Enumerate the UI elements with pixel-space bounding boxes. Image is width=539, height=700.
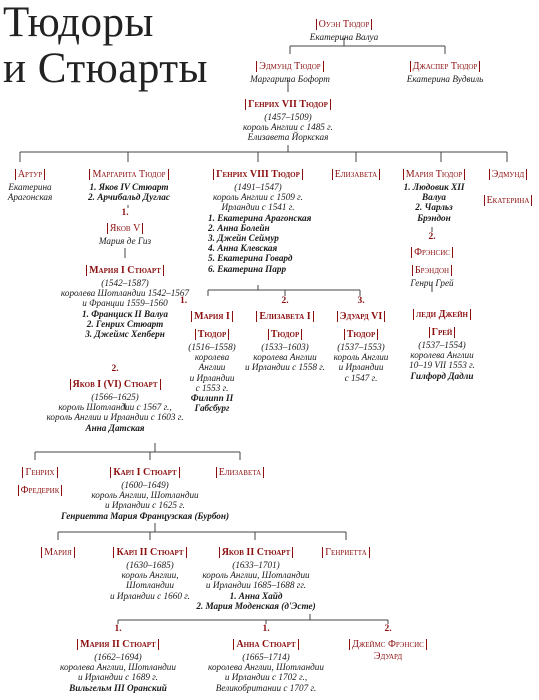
person-anne-stuart: 1. Анна Стюарт (1665–1714) королева Англ… xyxy=(208,624,324,693)
person-lady-jane-grey: леди Джейн Грей (1537–1554) королева Анг… xyxy=(409,309,475,381)
person-jasper-tudor: Джаспер Тюдор Екатерина Вудвиль xyxy=(406,61,484,84)
person-margaret-tudor: Маргарита Тюдор 1. Яков IV Стюарт 2. Арч… xyxy=(88,169,170,203)
person-henrietta: Генриетта xyxy=(310,542,382,560)
person-charles-ii: Карл II Стюарт (1630–1685) король Англии… xyxy=(110,547,190,601)
wife-6: 6. Екатерина Парр xyxy=(208,263,287,274)
person-mary-i-tudor: 1. Мария I Тюдор (1516–1558) королева Ан… xyxy=(180,296,236,414)
person-edward-vi: 3. Эдуард VI Тюдор (1537–1553) король Ан… xyxy=(333,296,389,383)
person-james-i: 2. Яков I (VI) Стюарт (1566–1625) король… xyxy=(46,364,184,433)
person-james-ii: Яков II Стюарт (1633–1701) король Англии… xyxy=(196,547,316,611)
person-henry-frederick: Генрих Фредерик xyxy=(10,462,70,498)
wife-5: 5. Екатерина Говард xyxy=(208,253,293,264)
person-james-francis-edward: 2. Джеймс Фрэнсис Эдуард xyxy=(336,624,440,662)
person-mary-i-stuart: Мария I Стюарт (1542–1587) королева Шотл… xyxy=(60,265,190,340)
page-title: Тюдоры и Стюарты xyxy=(3,0,208,92)
person-edmund: Эдмунд xyxy=(479,164,537,182)
person-henry-vii: Генрих VII Тюдор (1457–1509) король Англ… xyxy=(243,99,333,143)
person-charles-i: Карл I Стюарт (1600–1649) король Англии,… xyxy=(60,467,230,521)
person-katherine: Екатерина xyxy=(479,190,537,208)
person-elizabeth-tudor: Елизавета xyxy=(322,164,390,182)
wife-3: 3. Джейн Сеймур xyxy=(208,233,279,244)
person-james-v: 1. Яков V Мария де Гиз xyxy=(98,208,152,246)
person-henry-viii: Генрих VIII Тюдор (1491–1547) король Анг… xyxy=(194,164,322,274)
person-arthur: Артур Екатерина Арагонская xyxy=(7,169,53,203)
wife-4: 4. Анна Клевская xyxy=(208,243,278,254)
wife-1: 1. Екатерина Арагонская xyxy=(208,212,312,223)
person-mary-ii: 1. Мария II Стюарт (1662–1694) королева … xyxy=(60,624,176,693)
person-frances-brandon: 2. Фрэнсис Брэндон Генри Грей xyxy=(410,232,454,288)
person-elizabeth-i: 2. Елизавета I Тюдор (1533–1603) королев… xyxy=(245,296,325,373)
person-owen-tudor: Оуэн Тюдор Екатерина Валуа xyxy=(309,19,379,42)
person-elizabeth-stuart: Елизавета xyxy=(208,462,272,480)
person-mary-stuart: Мария xyxy=(33,542,83,560)
person-mary-tudor: Мария Тюдор 1. Людовик XII Валуа 2. Чарл… xyxy=(402,169,466,223)
wife-2: 2. Анна Болейн xyxy=(208,222,270,233)
person-edmund-tudor: Эдмунд Тюдор Маргарита Бофорт xyxy=(250,61,330,84)
